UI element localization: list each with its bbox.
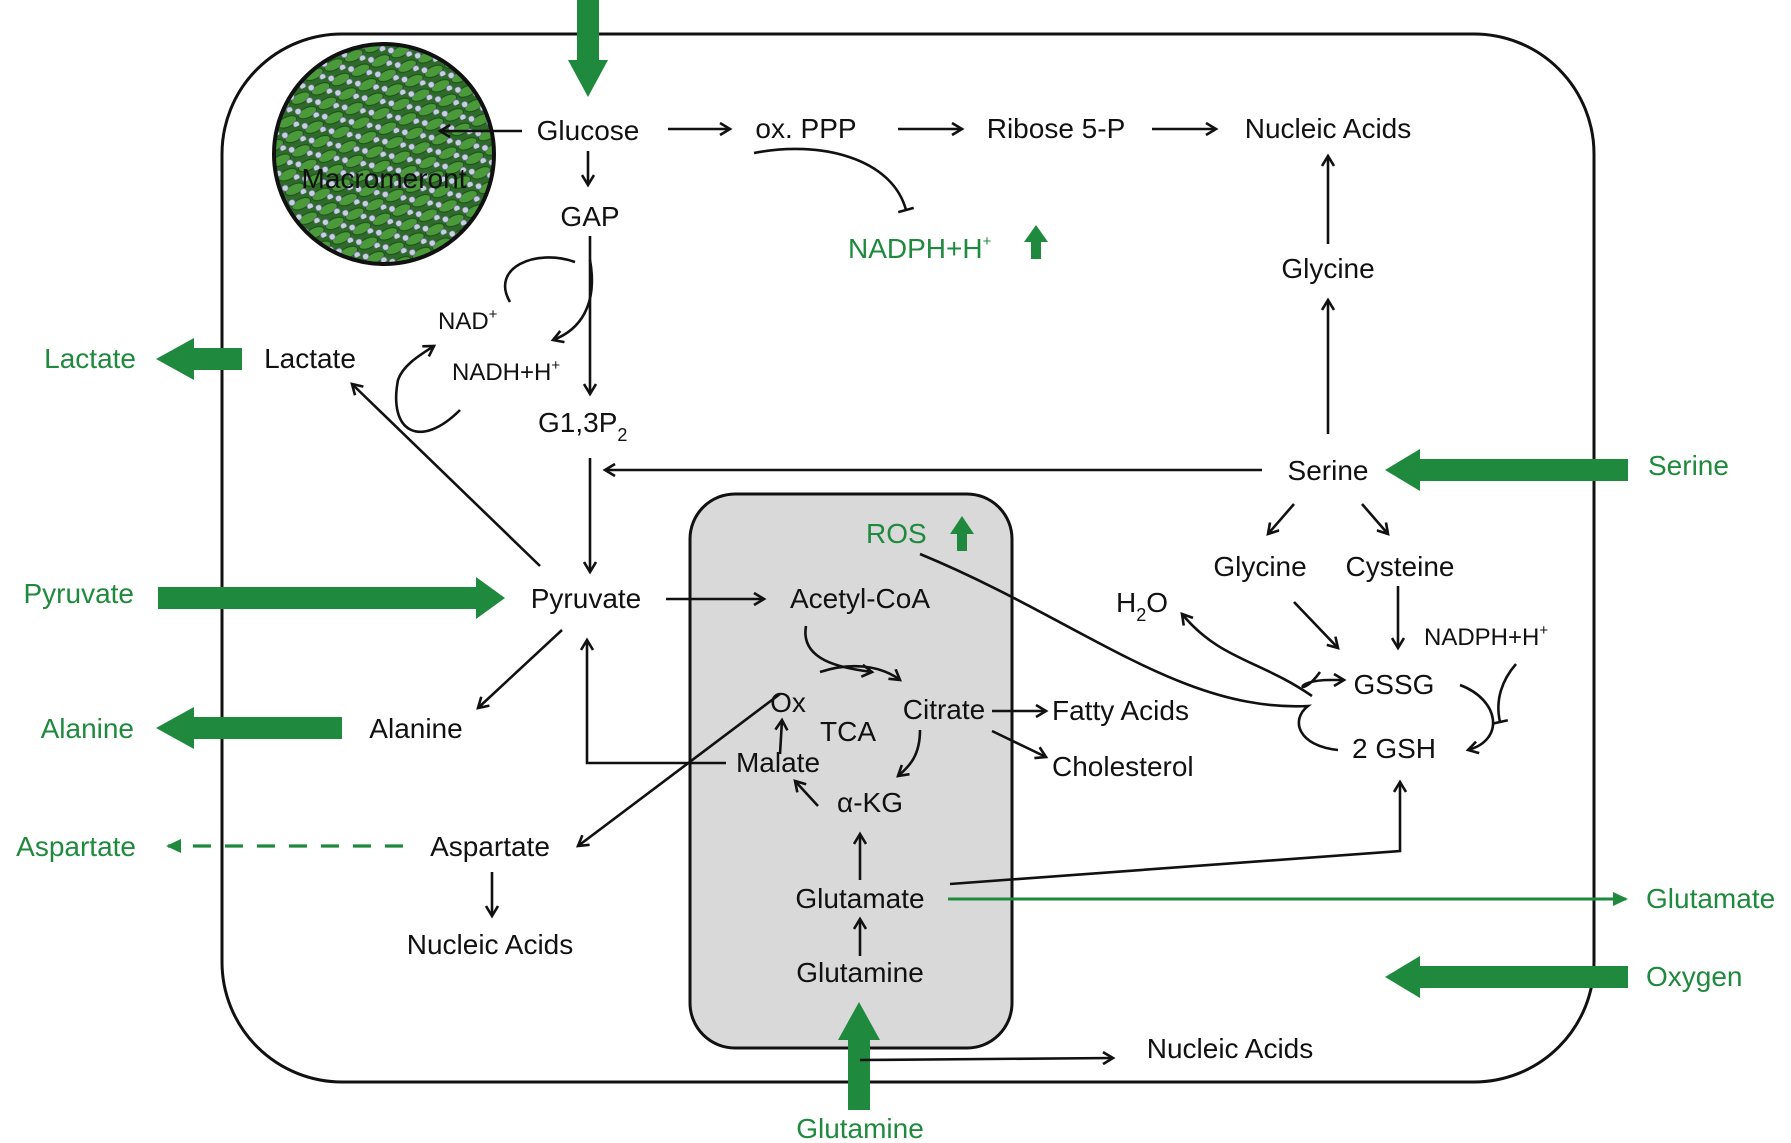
label-ox-ppp: ox. PPP (755, 113, 856, 144)
label-h2o: H2O (1116, 587, 1168, 625)
label-tca: TCA (820, 716, 876, 747)
label-glutamate-in: Glutamate (795, 883, 924, 914)
label-g13p2: G1,3P2 (538, 407, 627, 445)
label-nucleic-acids-left: Nucleic Acids (407, 929, 574, 960)
label-malate: Malate (736, 747, 820, 778)
label-gap: GAP (560, 201, 619, 232)
label-nadh: NADH+H+ (452, 357, 560, 386)
label-pyruvate-in: Pyruvate (531, 583, 642, 614)
label-gsh: 2 GSH (1352, 733, 1436, 764)
ros-increase-icon (950, 516, 974, 551)
label-citrate: Citrate (903, 694, 985, 725)
label-glycine-mid: Glycine (1213, 551, 1306, 582)
label-nadph-gssg: NADPH+H+ (1424, 622, 1548, 651)
glucose-uptake-arrow (568, 0, 608, 97)
label-glutamine-in: Glutamine (796, 957, 924, 988)
label-pyruvate-out: Pyruvate (24, 578, 135, 609)
label-akg: α-KG (837, 787, 903, 818)
label-oxygen: Oxygen (1646, 961, 1743, 992)
macromeront: Macromeront (272, 42, 496, 266)
label-nadph-ppp: NADPH+H+ (848, 233, 992, 264)
glutamine-uptake-arrow (838, 1002, 880, 1110)
label-acetyl-coa: Acetyl-CoA (790, 583, 930, 614)
label-alanine-in: Alanine (369, 713, 462, 744)
macromeront-label: Macromeront (302, 163, 467, 194)
label-nad: NAD+ (438, 306, 498, 335)
label-aspartate-out: Aspartate (16, 831, 136, 862)
label-alanine-out: Alanine (41, 713, 134, 744)
label-serine-in: Serine (1288, 455, 1369, 486)
label-ros: ROS (866, 518, 927, 549)
serine-uptake-arrow (1385, 449, 1628, 491)
pyruvate-uptake-arrow (158, 577, 505, 619)
label-glutamine-out: Glutamine (796, 1113, 924, 1143)
cell-boundary (220, 32, 1596, 1084)
label-nucleic-acids-bottom: Nucleic Acids (1147, 1033, 1314, 1064)
pathway-arrows (352, 129, 1517, 1060)
label-serine-out: Serine (1648, 450, 1729, 481)
label-fatty-acids: Fatty Acids (1052, 695, 1189, 726)
label-aspartate-in: Aspartate (430, 831, 550, 862)
label-cholesterol: Cholesterol (1052, 751, 1194, 782)
label-cysteine: Cysteine (1346, 551, 1455, 582)
oxygen-uptake-arrow (1385, 956, 1628, 998)
label-lactate-in: Lactate (264, 343, 356, 374)
label-glucose: Glucose (537, 115, 640, 146)
lactate-export-arrow (156, 338, 242, 380)
label-gssg: GSSG (1354, 669, 1435, 700)
label-ribose-5p: Ribose 5-P (987, 113, 1126, 144)
label-glutamate-out: Glutamate (1646, 883, 1775, 914)
label-lactate-out: Lactate (44, 343, 136, 374)
label-glycine-top: Glycine (1281, 253, 1374, 284)
nadph-increase-icon (1024, 225, 1048, 259)
alanine-export-arrow (156, 707, 342, 749)
label-nucleic-acids-top: Nucleic Acids (1245, 113, 1412, 144)
label-ox: Ox (770, 687, 806, 718)
